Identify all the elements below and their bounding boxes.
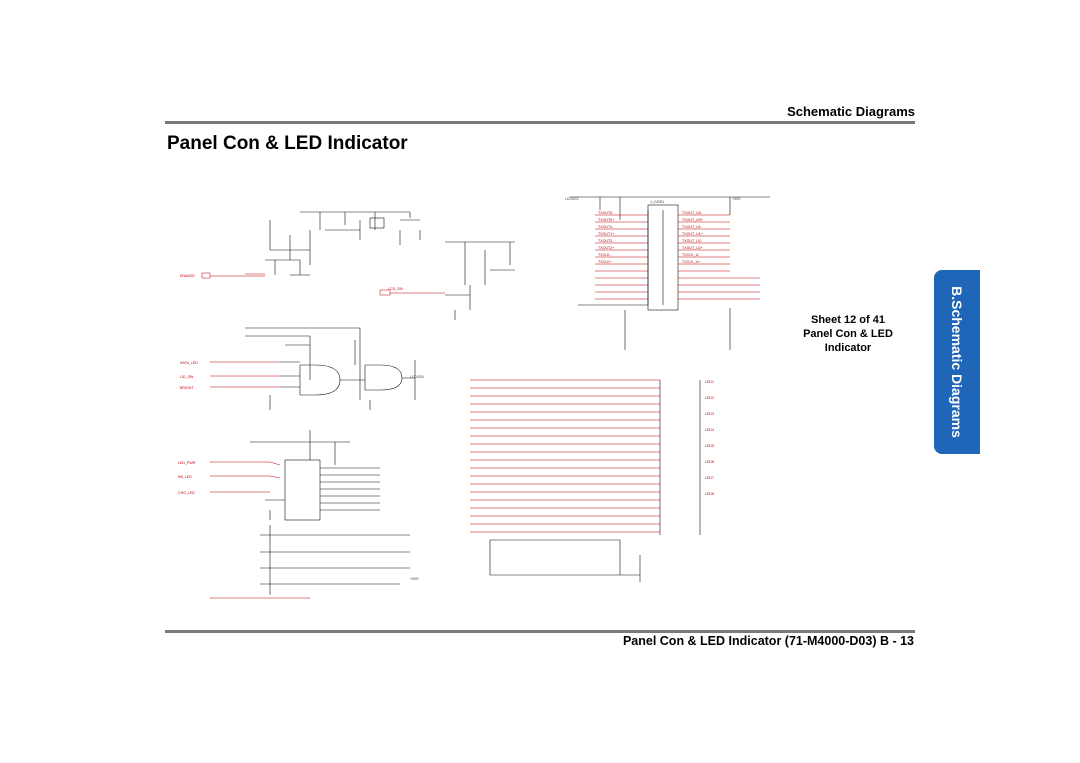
power-label: +3VS: [732, 197, 741, 201]
net-label: SATA_LED: [180, 361, 198, 365]
lvds-net: TXOUT_U2+: [682, 246, 703, 250]
led-net: LED5: [705, 444, 714, 448]
net-label: LED_PWR: [178, 461, 196, 465]
lvds-net: TXOUT_U2-: [682, 239, 703, 243]
led-net: LED8: [705, 492, 714, 496]
led-net: LED4: [705, 428, 714, 432]
sheet-number: Sheet 12 of 41: [811, 314, 885, 326]
lvds-net: TXOUT1-: [598, 225, 614, 229]
led-net: LED3: [705, 412, 714, 416]
page-title: Panel Con & LED Indicator: [167, 133, 408, 154]
section-label: Schematic Diagrams: [787, 104, 915, 119]
led-net: LED7: [705, 476, 714, 480]
connector-ref: J_LVDS1: [650, 200, 664, 204]
sheet-info: Sheet 12 of 41 Panel Con & LED Indicator: [778, 313, 918, 355]
led-net: LED6: [705, 460, 714, 464]
side-tab[interactable]: B.Schematic Diagrams: [934, 270, 980, 454]
net-label: ENAVDD: [180, 274, 195, 278]
power-label: LCDVCC: [565, 197, 579, 201]
lvds-net: TXCLK_U+: [682, 260, 700, 264]
net-label: LID_SW: [180, 375, 194, 379]
net-label: KB_LED: [178, 475, 192, 479]
lvds-net-labels: TXOUT0- TXOUT0+ TXOUT1- TXOUT1+ TXOUT2- …: [565, 197, 741, 264]
header-rule: [165, 121, 915, 124]
lvds-net: TXOUT_U1-: [682, 225, 703, 229]
power-label: LCDVDD: [410, 375, 424, 379]
side-tab-label: B.Schematic Diagrams: [949, 286, 965, 438]
lvds-net: TXOUT2+: [598, 246, 614, 250]
footer-rule: [165, 630, 915, 633]
lvds-connector: J_LVDS1: [570, 196, 770, 350]
lvds-net: TXOUT_U1+: [682, 232, 703, 236]
lvds-net: TXOUT1+: [598, 232, 614, 236]
led-driver-block: LED_PWR KB_LED CHG_LED: [178, 430, 380, 521]
lvds-net: TXCLK+: [598, 260, 612, 264]
net-label: CHG_LED: [178, 491, 195, 495]
diode-array: +5VS: [210, 525, 419, 599]
lvds-net: TXOUT_U0-: [682, 211, 703, 215]
footer-text: Panel Con & LED Indicator (71-M4000-D03)…: [622, 634, 914, 648]
led-net: LED2: [705, 396, 714, 400]
power-label: +5VS: [410, 577, 419, 581]
lvds-net: TXOUT0+: [598, 218, 614, 222]
sheet-name-line2: Indicator: [824, 342, 872, 354]
lvds-net: TXCLK_U-: [682, 253, 700, 257]
gate-logic: SATA_LED LID_SW BRIGHT LCDVDD: [180, 327, 424, 410]
lvds-net: TXOUT2-: [598, 239, 614, 243]
lvds-net: TXOUT0-: [598, 211, 614, 215]
sheet-name-line1: Panel Con & LED: [803, 328, 893, 340]
lvds-net: TXOUT_U0+: [682, 218, 703, 222]
power-switch-circuit: ENAVDD LCD_ON J_LVDS1 TXOUT0- TXOUT0+ TX…: [178, 196, 770, 599]
schematic-drawing: ENAVDD LCD_ON J_LVDS1 TXOUT0- TXOUT0+ TX…: [178, 196, 770, 599]
lvds-net: TXCLK-: [598, 253, 612, 257]
net-label: LCD_ON: [388, 287, 403, 291]
led-resistor-ladder: LED1 LED2 LED3 LED4 LED5 LED6 LED7 LED8: [470, 379, 714, 582]
lcd-enable-circuit: LCD_ON J_LVDS1 TXOUT0- TXOUT0+ TXOUT1- T…: [178, 196, 770, 599]
net-label: BRIGHT: [180, 386, 194, 390]
led-net: LED1: [705, 380, 714, 384]
